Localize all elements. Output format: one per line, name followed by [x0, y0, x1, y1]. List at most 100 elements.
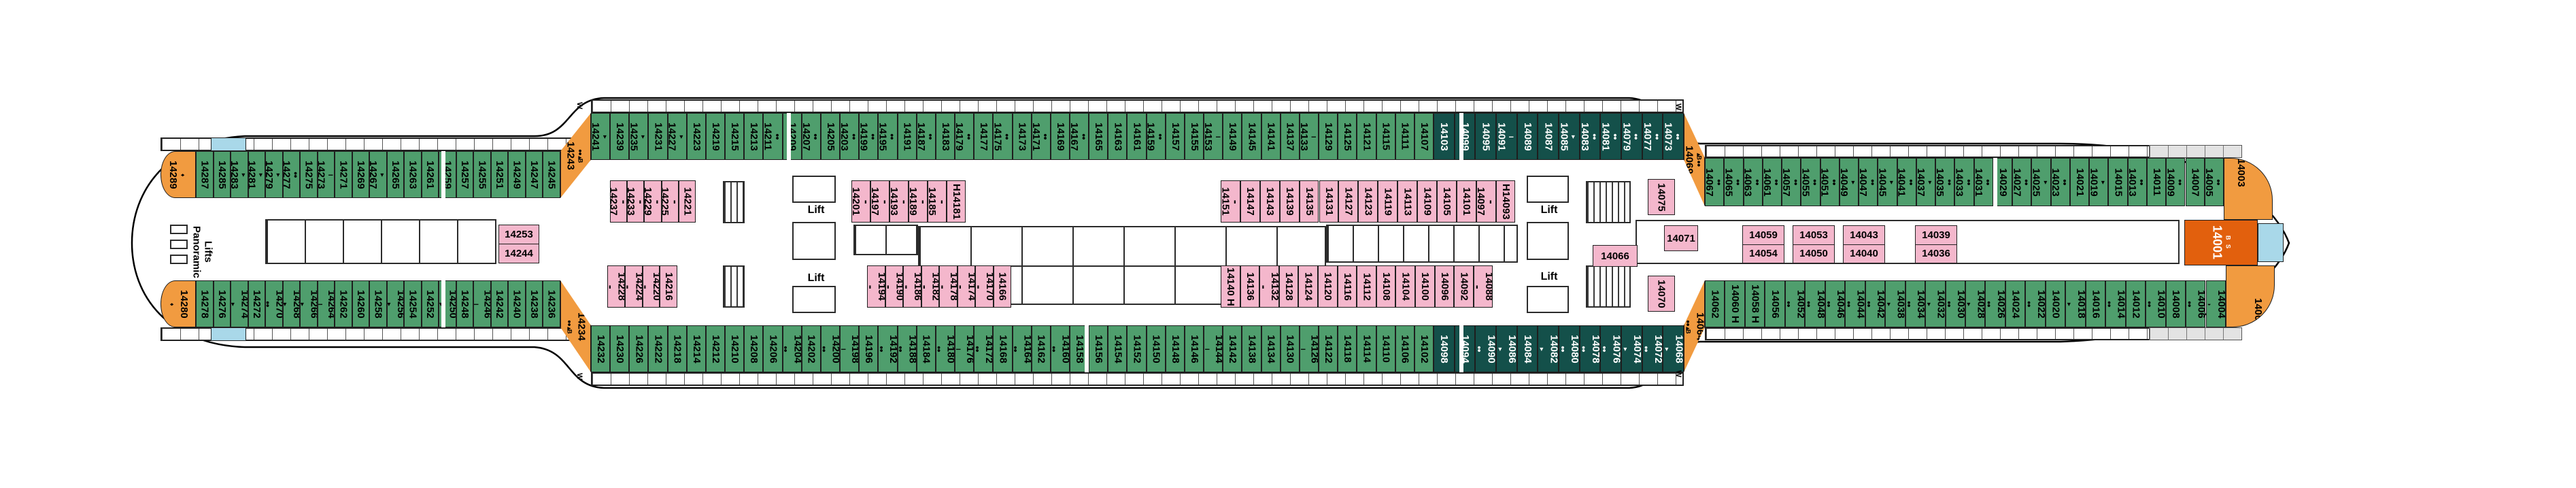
- cabin-cell[interactable]: 14090 ●●: [1475, 325, 1496, 372]
- cabin-cell[interactable]: ●● 14055: [1801, 158, 1820, 206]
- cabin-cell[interactable]: 14060 H: [1725, 280, 1745, 327]
- cabin-cell[interactable]: 14280 ♦: [160, 280, 196, 327]
- cabin-cell[interactable]: 14022 ●●: [2025, 280, 2046, 327]
- cabin-cell[interactable]: ◑ 14003: [2224, 158, 2273, 220]
- cabin-cell[interactable]: ▸ 14085: [1559, 113, 1580, 160]
- cabin-cell[interactable]: ▪▪ 14189: [909, 180, 928, 223]
- cabin-cell[interactable]: 14034 ●●: [1905, 280, 1926, 327]
- cabin-cell[interactable]: 14209: [782, 113, 802, 160]
- cabin-cell[interactable]: 14247: [525, 151, 543, 198]
- cabin-cell[interactable]: ●● 14065: [1724, 158, 1744, 206]
- cabin-cell[interactable]: 14190 ▪▪: [885, 265, 903, 308]
- cabin-cell[interactable]: ●● 14159: [1146, 113, 1166, 160]
- cabin-cell[interactable]: 14204 ●●: [782, 325, 802, 372]
- cabin-cell[interactable]: ▪▪ 14233: [627, 180, 645, 223]
- cabin-cell[interactable]: ▸ 14235: [629, 113, 649, 160]
- cabin-cell[interactable]: 14198 I: [840, 325, 860, 372]
- cabin-cell[interactable]: 14210: [725, 325, 745, 372]
- cabin-cell[interactable]: 14089: [1516, 113, 1538, 160]
- cabin-cell[interactable]: 14155: [1184, 113, 1204, 160]
- cabin-cell[interactable]: ●● 14027: [2012, 158, 2032, 206]
- cabin-cell[interactable]: ●● 14077: [1642, 113, 1663, 160]
- cabin-cell[interactable]: 14119: [1378, 180, 1398, 223]
- cabin-cell[interactable]: 14026 ●●: [1985, 280, 2005, 327]
- cabin-cell[interactable]: ▪▪ 14197: [870, 180, 889, 223]
- cabin-cell[interactable]: 14221: [678, 180, 696, 223]
- cabin-cell[interactable]: 14011: [2146, 158, 2167, 206]
- cabin-cell[interactable]: 14015: [2108, 158, 2128, 206]
- cabin-cell[interactable]: 14062: [1705, 280, 1725, 327]
- cabin-cell[interactable]: I 14273: [317, 151, 335, 198]
- cabin-cell[interactable]: 14150: [1146, 325, 1166, 372]
- cabin-cell[interactable]: 14224 ▪▪: [624, 265, 643, 308]
- cabin-cell[interactable]: 14212: [705, 325, 726, 372]
- cabin-cell[interactable]: 14078 ●●: [1579, 325, 1601, 372]
- cabin-cell[interactable]: ●● 14203: [840, 113, 860, 160]
- cabin-cell[interactable]: 14170 ▪▪: [975, 265, 994, 308]
- cabin-cell[interactable]: I 14091: [1496, 113, 1517, 160]
- cabin-cell[interactable]: ▸ 14283: [231, 151, 248, 198]
- cabin-cell[interactable]: ●● 14009: [2166, 158, 2186, 206]
- cabin-cell[interactable]: 14105: [1436, 180, 1457, 223]
- cabin-cell[interactable]: 14138: [1242, 325, 1261, 372]
- cabin-cell[interactable]: 14252: [421, 280, 439, 327]
- cabin-cell[interactable]: 14007: [2185, 158, 2205, 206]
- cabin-cell[interactable]: ▪▪ 14193: [889, 180, 909, 223]
- cabin-cell[interactable]: 14010 ●●: [2146, 280, 2166, 327]
- cabin-cell[interactable]: ●● 14187: [916, 113, 936, 160]
- cabin-cell[interactable]: 14278: [196, 280, 214, 327]
- cabin-cell[interactable]: 14186 ▪▪: [903, 265, 921, 308]
- cabin-cell[interactable]: 14220 ▪▪: [642, 265, 660, 308]
- cabin-cell[interactable]: 14122: [1319, 325, 1338, 372]
- cabin-cell[interactable]: 14008: [2165, 280, 2186, 327]
- cabin-cell[interactable]: 14258: [369, 280, 387, 327]
- cabin-cell[interactable]: 14140 H: [1221, 265, 1240, 308]
- cabin-cell[interactable]: ▸ 14227: [667, 113, 687, 160]
- cabin-cell[interactable]: 14272: [248, 280, 265, 327]
- cabin-cell[interactable]: 14144 I: [1204, 325, 1223, 372]
- cabin-cell[interactable]: 14176 I: [955, 325, 975, 372]
- cabin-cell[interactable]: ●● 14167: [1070, 113, 1089, 160]
- cabin-cell[interactable]: 14276: [213, 280, 231, 327]
- cabin-cell[interactable]: 14147: [1240, 180, 1260, 223]
- cabin-cell[interactable]: 14108: [1376, 265, 1396, 308]
- cabin-cell[interactable]: 14143: [1259, 180, 1280, 223]
- cabin-cell[interactable]: 14260: [352, 280, 369, 327]
- cabin-cell[interactable]: 14132 ▪▪: [1259, 265, 1279, 308]
- cabin-cell[interactable]: ●● 14073: [1663, 113, 1684, 160]
- cabin-cell[interactable]: 14256 ▸: [386, 280, 404, 327]
- cabin-cell[interactable]: ●● 14023: [2050, 158, 2070, 206]
- cabin-cell[interactable]: 14120: [1318, 265, 1338, 308]
- cabin-cell[interactable]: 14046 ●●: [1825, 280, 1846, 327]
- cabin-cell[interactable]: 14136: [1240, 265, 1260, 308]
- cabin-cell[interactable]: ●● 14199: [859, 113, 879, 160]
- cabin-cell[interactable]: 14182 ▪▪: [921, 265, 939, 308]
- cabin-cell[interactable]: 14263: [404, 151, 422, 198]
- cabin-cell[interactable]: ●● 14005: [2204, 158, 2224, 206]
- cabin-cell[interactable]: 14205: [820, 113, 841, 160]
- cabin-cell[interactable]: 14200 ●●: [820, 325, 841, 372]
- cabin-cell[interactable]: ▸ 14049: [1839, 158, 1859, 206]
- cabin-cell[interactable]: ▸ 14019: [2089, 158, 2109, 206]
- cabin-cell[interactable]: 14100: [1415, 265, 1435, 308]
- cabin-cell[interactable]: 14142: [1223, 325, 1242, 372]
- cabin-cell[interactable]: 14111: [1395, 113, 1414, 160]
- cabin-cell[interactable]: 14239: [610, 113, 630, 160]
- cabin-cell[interactable]: ▸ 14241: [591, 113, 611, 160]
- cabin-cell[interactable]: ●● 14013: [2127, 158, 2147, 206]
- cabin-cell[interactable]: 14114: [1357, 325, 1376, 372]
- cabin-cell[interactable]: 14231: [648, 113, 668, 160]
- cabin-cell[interactable]: 14092: [1454, 265, 1474, 308]
- cabin-cell[interactable]: 14096: [1434, 265, 1455, 308]
- cabin-cell[interactable]: 14228 ▪▪: [607, 265, 625, 308]
- cabin-cell[interactable]: 14192 ●●: [878, 325, 898, 372]
- cabin-cell[interactable]: 14160 ●●: [1050, 325, 1070, 372]
- cabin-cell[interactable]: ●● 14061: [1762, 158, 1782, 206]
- cabin-cell[interactable]: 14169: [1050, 113, 1070, 160]
- cabin-cell[interactable]: 14016: [2085, 280, 2106, 327]
- cabin-cell[interactable]: 14287: [196, 151, 214, 198]
- cabin-cell[interactable]: 14183: [935, 113, 955, 160]
- cabin-cell[interactable]: 14127: [1338, 180, 1359, 223]
- cabin-cell[interactable]: 14102: [1414, 325, 1434, 372]
